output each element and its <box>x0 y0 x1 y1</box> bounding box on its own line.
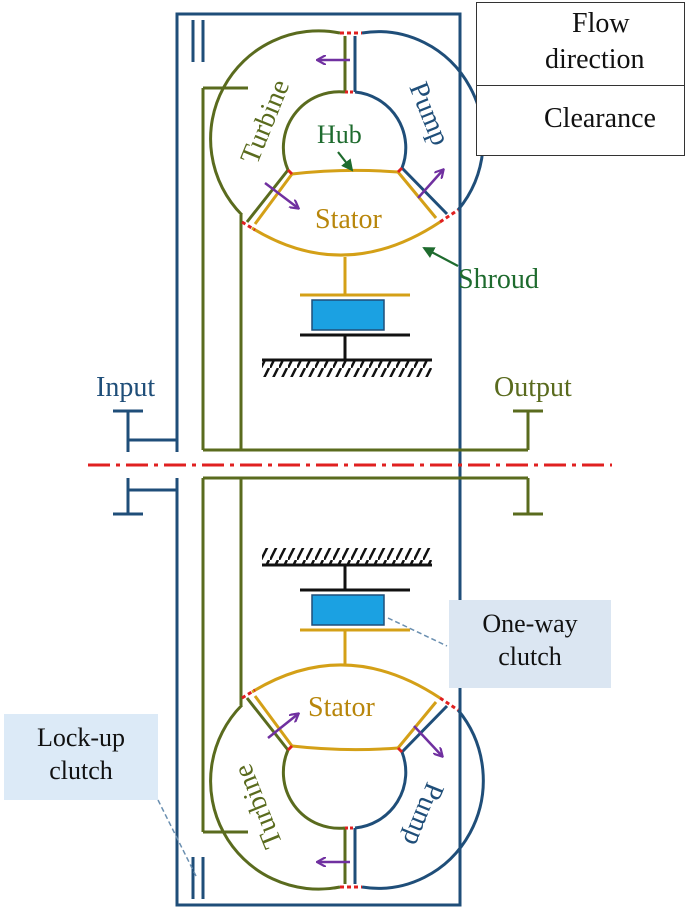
lockup-clutch-callout: Lock-up clutch <box>4 714 158 800</box>
one-way-clutch-line1: One-way <box>482 609 578 638</box>
legend-clearance-label: Clearance <box>544 103 656 134</box>
lockup-clutch-line2: clutch <box>49 755 113 785</box>
stator-label-upper: Stator <box>315 204 382 235</box>
upper-torus <box>209 29 485 267</box>
legend-divider <box>477 85 684 86</box>
lower-stator-support <box>262 548 432 665</box>
output-shaft <box>201 86 543 834</box>
one-way-clutch-line2: clutch <box>498 641 562 671</box>
one-way-clutch-leader <box>387 617 448 647</box>
stator-label-lower: Stator <box>308 692 375 723</box>
input-label: Input <box>96 372 156 403</box>
shroud-label: Shroud <box>458 264 539 295</box>
hub-label: Hub <box>317 120 362 149</box>
lockup-clutch-leader <box>157 799 198 879</box>
output-label: Output <box>494 372 572 403</box>
upper-stator-support <box>262 257 432 377</box>
lockup-clutch-line1: Lock-up <box>36 723 126 752</box>
lower-torus <box>209 663 485 891</box>
legend-flow-line2: direction <box>545 44 645 75</box>
legend-flow-line1: Flow <box>572 8 630 39</box>
legend <box>476 2 685 156</box>
input-housing <box>113 12 462 907</box>
one-way-clutch-callout: One-way clutch <box>449 600 611 688</box>
